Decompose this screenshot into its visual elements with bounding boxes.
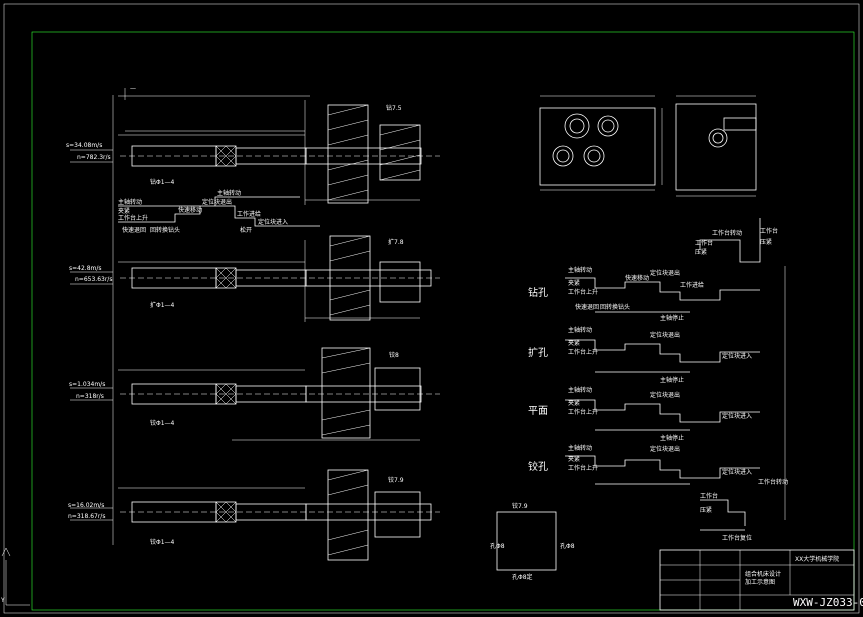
station-1-feed: s=34.08m/s (66, 142, 102, 149)
svg-text:夹紧: 夹紧 (568, 279, 580, 287)
svg-text:松开: 松开 (240, 226, 252, 234)
svg-text:主轴停止: 主轴停止 (660, 376, 684, 384)
station-4-tool: 铰Φ1—4 (150, 538, 175, 546)
svg-text:扩孔: 扩孔 (528, 346, 548, 359)
station-1-tag: 钻7.5 (386, 104, 402, 112)
svg-text:工作台: 工作台 (700, 492, 718, 500)
station-1: 钻7.5 s=34.08m/s n=782.3r/s 钻Φ1—4 (66, 100, 440, 205)
svg-text:定位块退出: 定位块退出 (650, 445, 680, 453)
svg-text:主轴转动: 主轴转动 (568, 444, 592, 452)
station-3: 铰8 s=1.034m/s n=318r/s 铰Φ1—4 (69, 347, 440, 441)
svg-text:工作进给: 工作进给 (237, 210, 261, 218)
svg-text:主轴转动: 主轴转动 (217, 189, 241, 197)
station-4: 铰7.9 s=16.02m/s n=318.67r/s 铰Φ1—4 (68, 469, 440, 561)
svg-text:夹紧: 夹紧 (118, 207, 130, 215)
station-3-tag: 铰8 (389, 351, 399, 359)
svg-text:孔Φ8定: 孔Φ8定 (512, 573, 533, 581)
svg-text:快速移动: 快速移动 (178, 206, 202, 214)
station-2-speed: n=653.63r/s (75, 276, 112, 283)
svg-text:工作台上升: 工作台上升 (568, 348, 598, 356)
cycle-diagram-1: 主轴转动 主轴转动 夹紧 工作台上升 快速移动 定位块退出 工作进给 定位块进入… (118, 189, 320, 234)
svg-text:夹紧: 夹紧 (568, 339, 580, 347)
svg-text:工作台: 工作台 (695, 239, 713, 247)
svg-text:快速退回: 快速退回 (122, 226, 146, 234)
part-front-view (539, 95, 663, 191)
svg-text:钻孔: 钻孔 (528, 286, 548, 299)
station-2: 扩7.8 s=42.8m/s n=653.63r/s 扩Φ1—4 (69, 235, 440, 322)
small-section-view: 铰7.9 孔Φ8 孔Φ8 孔Φ8定 (490, 502, 575, 581)
svg-text:主轴停止: 主轴停止 (660, 314, 684, 322)
station-3-tool: 铰Φ1—4 (150, 419, 175, 427)
svg-text:回转换钻头: 回转换钻头 (150, 226, 180, 234)
svg-text:快速退回: 快速退回 (575, 303, 599, 311)
svg-text:定位块进入: 定位块进入 (722, 412, 752, 420)
svg-text:压紧: 压紧 (700, 506, 712, 514)
station-1-speed: n=782.3r/s (77, 154, 111, 161)
svg-text:平面: 平面 (528, 406, 548, 417)
svg-text:—: — (130, 85, 136, 92)
outer-border (3, 3, 860, 614)
station-4-tag: 铰7.9 (388, 476, 404, 484)
title-block: XX大学机械学院 组合机床设计 加工示意图 WXW-JZ033-03 (659, 549, 863, 611)
station-2-tag: 扩7.8 (388, 238, 404, 246)
svg-text:工作台上升: 工作台上升 (118, 214, 148, 222)
svg-text:工作台: 工作台 (760, 227, 778, 235)
svg-text:工作台复位: 工作台复位 (722, 534, 752, 542)
svg-text:孔Φ8: 孔Φ8 (490, 542, 505, 550)
svg-text:压紧: 压紧 (695, 248, 707, 256)
svg-text:主轴转动: 主轴转动 (568, 266, 592, 274)
svg-text:主轴转动: 主轴转动 (568, 326, 592, 334)
drawing-number: WXW-JZ033-03 (793, 596, 863, 609)
svg-text:夹紧: 夹紧 (568, 399, 580, 407)
svg-text:快速移动: 快速移动 (625, 274, 649, 282)
ucs-axis-icon: Y (0, 547, 30, 606)
svg-text:定位块退出: 定位块退出 (650, 269, 680, 277)
svg-text:压紧: 压紧 (760, 238, 772, 246)
station-4-feed: s=16.02m/s (68, 502, 104, 509)
sequence-diagram: 工作台转动 工作台 压紧 工作台 压紧 钻孔 主轴转动 夹紧 工作台上升 快速移… (528, 218, 788, 542)
svg-text:回转换钻头: 回转换钻头 (600, 303, 630, 311)
svg-text:定位块退出: 定位块退出 (202, 198, 232, 206)
station-4-speed: n=318.67r/s (68, 513, 105, 520)
svg-text:定位块进入: 定位块进入 (722, 468, 752, 476)
svg-text:Y: Y (0, 597, 5, 604)
svg-text:定位块进入: 定位块进入 (722, 352, 752, 360)
station-2-feed: s=42.8m/s (69, 265, 102, 272)
svg-text:主轴停止: 主轴停止 (660, 434, 684, 442)
station-1-tool: 钻Φ1—4 (150, 178, 175, 186)
inner-border (31, 31, 855, 611)
svg-text:夹紧: 夹紧 (568, 455, 580, 463)
svg-text:主轴转动: 主轴转动 (118, 198, 142, 206)
station-3-feed: s=1.034m/s (69, 381, 105, 388)
svg-text:工作台上升: 工作台上升 (568, 288, 598, 296)
svg-text:工作台转动: 工作台转动 (712, 229, 742, 237)
svg-text:XX大学机械学院: XX大学机械学院 (795, 555, 839, 563)
svg-text:定位块进入: 定位块进入 (258, 218, 288, 226)
svg-text:工作台上升: 工作台上升 (568, 408, 598, 416)
station-3-speed: n=318r/s (76, 393, 104, 400)
svg-text:加工示意图: 加工示意图 (745, 578, 775, 586)
svg-text:工作进给: 工作进给 (680, 281, 704, 289)
svg-text:工作台上升: 工作台上升 (568, 464, 598, 472)
svg-text:组合机床设计: 组合机床设计 (745, 570, 781, 578)
svg-text:铰7.9: 铰7.9 (512, 502, 528, 510)
station-2-tool: 扩Φ1—4 (150, 301, 175, 309)
svg-text:工作台转动: 工作台转动 (758, 478, 788, 486)
svg-text:主轴转动: 主轴转动 (568, 386, 592, 394)
svg-text:铰孔: 铰孔 (528, 460, 548, 473)
svg-text:定位块退出: 定位块退出 (650, 391, 680, 399)
svg-text:定位块退出: 定位块退出 (650, 331, 680, 339)
part-side-view (675, 95, 757, 197)
svg-text:孔Φ8: 孔Φ8 (560, 542, 575, 550)
